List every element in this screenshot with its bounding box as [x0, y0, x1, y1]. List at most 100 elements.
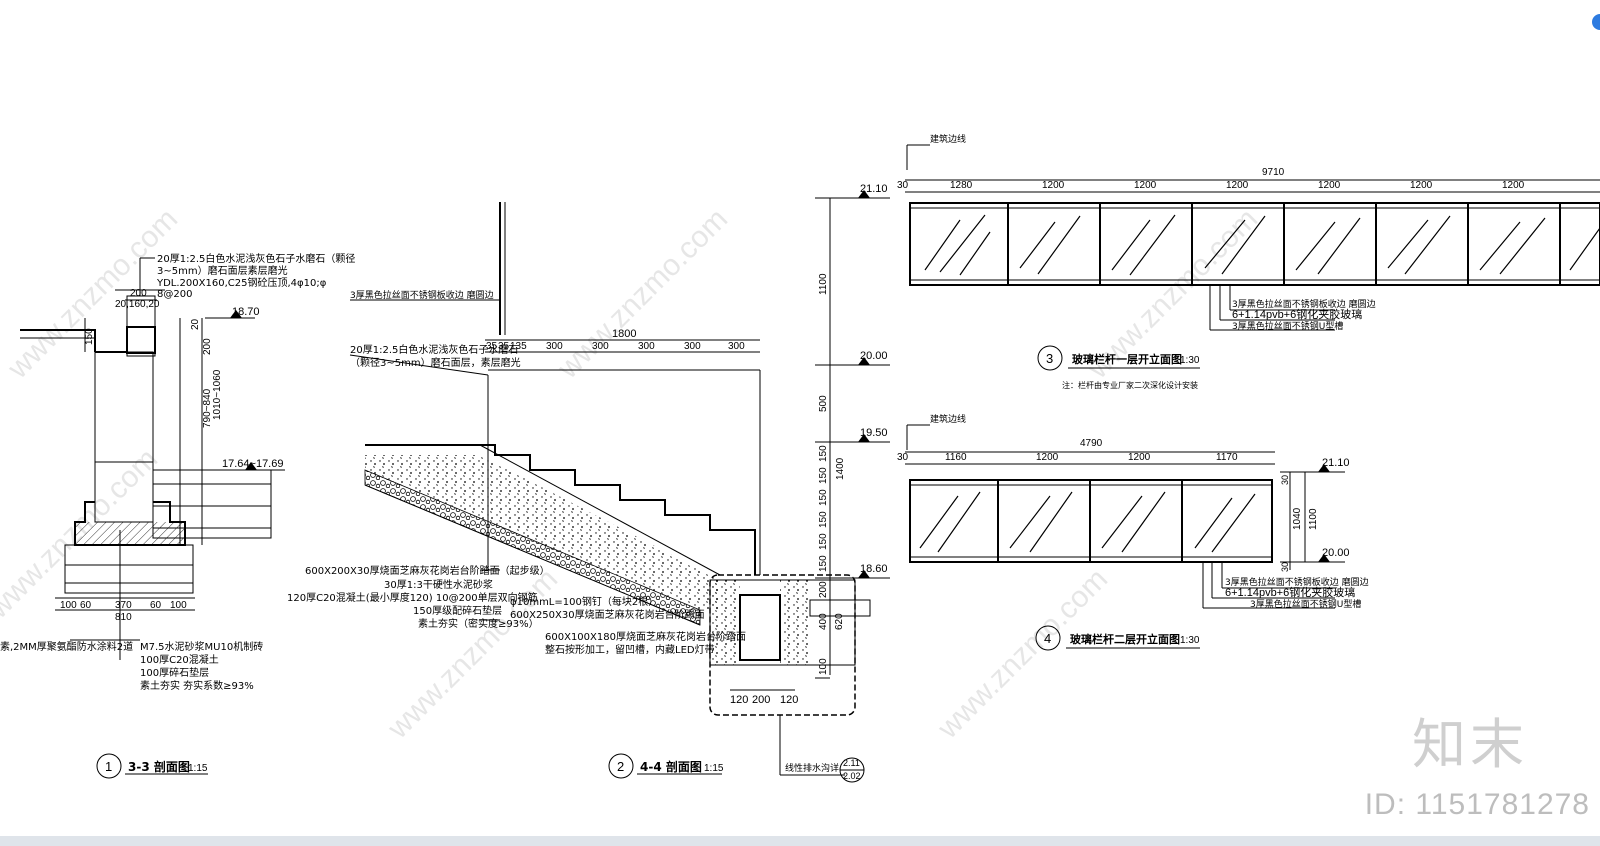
dim-text: 135: [510, 341, 527, 352]
scroll-indicator: [1592, 14, 1600, 30]
dim-text: 150: [818, 511, 829, 528]
callout-line: 3厚黑色拉丝面不锈钢U型槽: [1250, 598, 1361, 610]
caption-scale: 1:30: [1180, 635, 1200, 646]
dim-text: 810: [115, 612, 132, 623]
dim-text: 9710: [1262, 167, 1285, 178]
dim-text: 300: [684, 341, 701, 352]
elevation-label: 20.00: [860, 350, 888, 362]
elevation-label: 21.10: [860, 183, 888, 195]
note-line: 100厚C20混凝土: [140, 653, 219, 666]
note-line: 3厚黑色拉丝面不锈钢板收边 磨圆边: [350, 289, 494, 301]
dim-text: 200: [818, 581, 829, 598]
caption-number: 4: [1044, 631, 1051, 646]
note-line: 素,2MM厚聚氨酯防水涂料2道: [0, 640, 133, 653]
dim-text: 200: [130, 288, 147, 299]
note-line: M7.5水泥砂浆MU10机制砖: [140, 640, 263, 653]
dim-text: 790~840: [202, 388, 213, 428]
dim-text: 150: [818, 555, 829, 572]
dim-text: 500: [818, 395, 829, 412]
watermark-text: www.znzmo.com: [931, 562, 1114, 745]
dim-text: 1200: [1036, 452, 1059, 463]
note-line: 素土夯实（密实度≥93%）: [418, 617, 539, 630]
caption-scale: 1:15: [188, 763, 208, 774]
dim-text: 120: [730, 694, 748, 706]
railing-elevation-2f: 建筑边线 4790 30 1160 1200 1200 1170 21.10 2…: [897, 413, 1369, 651]
elevation-label: 19.50: [860, 427, 888, 439]
caption-number: 1: [105, 759, 112, 774]
dim-text: 1280: [950, 180, 973, 191]
dim-text: 1040: [1292, 507, 1303, 530]
elevation-label: 18.70: [232, 306, 260, 318]
dim-text: 60: [80, 600, 92, 611]
dim-text: 20: [190, 318, 201, 330]
dim-text: 30: [897, 180, 909, 191]
note-line: 600X200X30厚烧面芝麻灰花岗岩台阶踏面（起步级）: [305, 564, 550, 577]
dim-text: 30: [1280, 562, 1290, 572]
dim-text: 1400: [835, 457, 846, 480]
dim-text: 200: [202, 338, 213, 355]
note-line: 3~5mm）磨石面层素层磨光: [157, 264, 288, 277]
bottom-bar: [0, 836, 1600, 846]
dim-text: 35: [486, 341, 498, 352]
caption-circle: [608, 753, 634, 779]
callout-line: 3厚黑色拉丝面不锈钢板收边 磨圆边: [1232, 298, 1376, 310]
dim-text: 1010~1060: [212, 369, 223, 420]
dim-text: 150: [818, 445, 829, 462]
caption-circle: [1035, 625, 1061, 651]
dim-text: 100: [170, 600, 187, 611]
image-id-label: ID: 1151781278: [1364, 788, 1590, 821]
brand-logo: 知末: [1412, 713, 1528, 776]
dim-text: 1200: [1318, 180, 1341, 191]
caption-title: 4-4 剖面图: [640, 759, 702, 774]
dim-text: 1170: [1216, 452, 1238, 463]
callout-line: 3厚黑色拉丝面不锈钢板收边 磨圆边: [1225, 576, 1369, 588]
dim-text: 1200: [1128, 452, 1151, 463]
dim-text: 35: [498, 341, 510, 352]
dim-text: 1200: [1226, 180, 1249, 191]
note-line: 100厚碎石垫层: [140, 666, 209, 679]
note-line: 注：栏杆由专业厂家二次深化设计安装: [1062, 380, 1198, 390]
dim-text: 1100: [818, 273, 829, 295]
note-line: 30厚1:3干硬性水泥砂浆: [384, 578, 493, 591]
dim-text: 150: [818, 467, 829, 484]
dim-text: 300: [728, 341, 745, 352]
section-3-3: 20厚1:2.5白色水泥浅灰色石子水磨石（颗径 3~5mm）磨石面层素层磨光 Y…: [0, 252, 355, 779]
note-line: 素土夯实 夯实系数≥93%: [140, 679, 254, 692]
dim-text: 1200: [1042, 180, 1065, 191]
section-4-4: 3厚黑色拉丝面不锈钢板收边 磨圆边 20厚1:2.5白色水泥浅灰色石子水磨石 （…: [287, 183, 890, 783]
note-line: YDL.200X160,C25钢砼压顶,4φ10;φ: [156, 276, 327, 289]
dim-text: 120: [780, 694, 798, 706]
dim-text: 1100: [1308, 508, 1319, 530]
edge-label: 建筑边线: [930, 133, 966, 145]
note-line: 20厚1:2.5白色水泥浅灰色石子水磨石: [350, 343, 518, 356]
dim-text: 20,160,20: [115, 299, 160, 310]
dim-text: 370: [115, 600, 132, 611]
caption-scale: 1:30: [1180, 355, 1200, 366]
dim-text: 150: [818, 489, 829, 506]
dim-text: 300: [592, 341, 609, 352]
note-line: 600X250X30厚烧面芝麻灰花岗岩台阶踢面: [510, 608, 705, 621]
note-line: 150厚级配碎石垫层: [413, 604, 502, 617]
dim-text: 200: [752, 694, 770, 706]
note-line: φ10mmL=100钢钉（每块2根）: [510, 595, 658, 608]
note-line: 20厚1:2.5白色水泥浅灰色石子水磨石（颗径: [157, 252, 355, 265]
note-line: 600X100X180厚烧面芝麻灰花岗岩台阶踏面: [545, 630, 746, 643]
dim-text: 30: [1280, 475, 1290, 485]
caption-circle: [96, 753, 122, 779]
edge-label: 建筑边线: [930, 413, 966, 425]
note-line: 8@200: [157, 289, 192, 300]
note-line: 线性排水沟详: [785, 762, 839, 774]
dim-text: 100: [60, 600, 77, 611]
dim-text: 30: [897, 452, 909, 463]
note-line: 120厚C20混凝土(最小厚度120) 10@200单层双向钢筋: [287, 591, 538, 604]
caption-title: 3-3 剖面图: [128, 759, 190, 774]
caption-number: 2: [617, 759, 624, 774]
dim-text: 620: [834, 613, 845, 630]
dim-text: 4790: [1080, 438, 1103, 449]
dim-text: 1200: [1502, 180, 1525, 191]
callout-line: 3厚黑色拉丝面不锈钢U型槽: [1232, 320, 1343, 332]
railing-elevation-1f: 建筑边线 9710 30 1280 1200 1200 1200 1200 12…: [897, 133, 1600, 390]
dim-text: 100: [818, 658, 829, 675]
elevation-label: 21.10: [1322, 457, 1350, 469]
